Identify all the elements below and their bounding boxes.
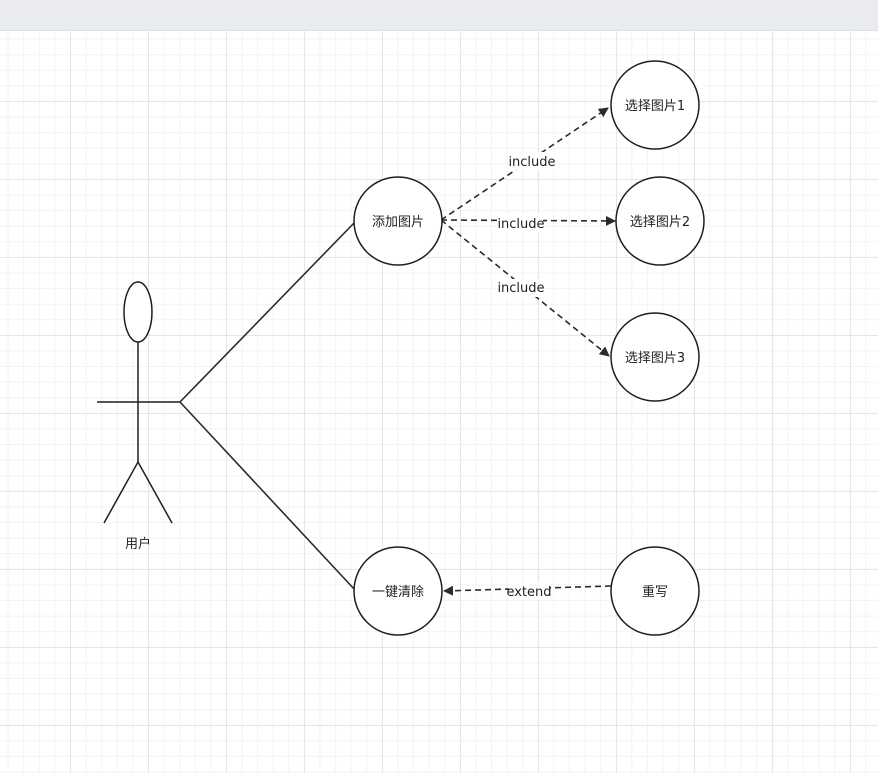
svg-text:一键清除: 一键清除 bbox=[372, 585, 424, 600]
svg-text:重写: 重写 bbox=[642, 584, 668, 600]
svg-text:选择图片1: 选择图片1 bbox=[625, 99, 685, 114]
use-case-add-image[interactable]: 添加图片 bbox=[353, 176, 443, 266]
svg-text:include: include bbox=[497, 281, 544, 296]
actor-user[interactable]: 用户 bbox=[97, 281, 180, 552]
use-case-select-image-3[interactable]: 选择图片3 bbox=[610, 312, 700, 402]
svg-text:添加图片: 添加图片 bbox=[372, 215, 424, 230]
actor-right-leg bbox=[137, 461, 173, 524]
svg-text:include: include bbox=[497, 217, 544, 232]
actor-left-leg bbox=[103, 461, 139, 524]
include-edge-2[interactable] bbox=[440, 215, 616, 226]
extend-label: extend bbox=[506, 582, 552, 600]
association-user-add[interactable] bbox=[179, 221, 356, 403]
association-user-clear[interactable] bbox=[179, 401, 356, 591]
svg-text:include: include bbox=[508, 155, 555, 170]
include-label-1: include bbox=[508, 152, 556, 170]
use-case-rewrite[interactable]: 重写 bbox=[610, 546, 700, 636]
include-edge-3[interactable] bbox=[440, 219, 610, 357]
actor-head bbox=[123, 281, 153, 343]
svg-text:选择图片3: 选择图片3 bbox=[625, 351, 685, 366]
editor-toolbar bbox=[0, 0, 878, 31]
use-case-select-image-1[interactable]: 选择图片1 bbox=[610, 60, 700, 150]
use-case-clear-all[interactable]: 一键清除 bbox=[353, 546, 443, 636]
use-case-select-image-2[interactable]: 选择图片2 bbox=[615, 176, 705, 266]
actor-label: 用户 bbox=[125, 536, 151, 552]
include-label-2: include bbox=[497, 214, 545, 232]
svg-text:选择图片2: 选择图片2 bbox=[630, 215, 690, 230]
include-label-3: include bbox=[497, 279, 545, 297]
svg-text:extend: extend bbox=[506, 585, 551, 600]
